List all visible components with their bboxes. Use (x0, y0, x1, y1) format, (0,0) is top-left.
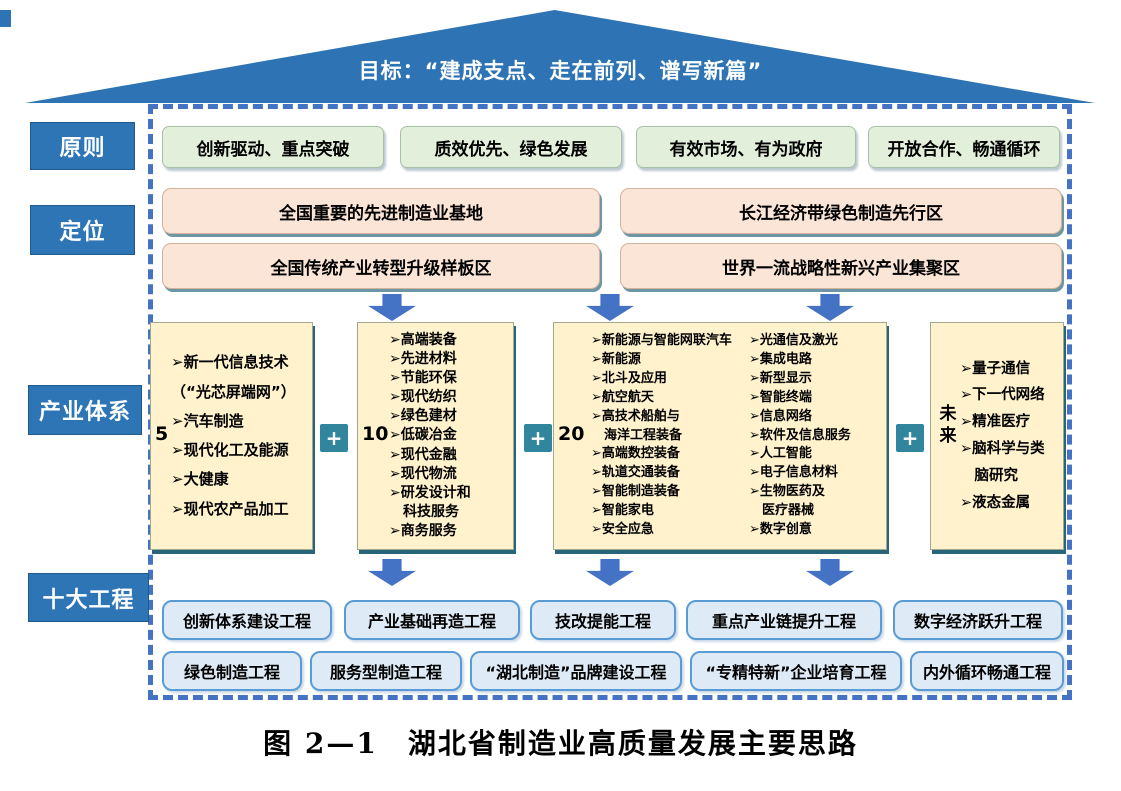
side-label-principles: 原则 (30, 122, 135, 170)
project-box: 技改提能工程 (530, 600, 676, 640)
industry-label-future: 未来 (939, 404, 957, 446)
project-box: 服务型制造工程 (310, 651, 462, 691)
industry-item: ➢信息网络 (749, 408, 812, 424)
principle-box: 有效市场、有为政府 (636, 126, 856, 168)
industry-item: ➢航空航天 (591, 389, 654, 405)
principle-box: 开放合作、畅通循环 (868, 126, 1060, 168)
positioning-box: 全国重要的先进制造业基地 (162, 188, 600, 234)
industry-item: ➢生物医药及 (749, 484, 825, 500)
industry-item: ➢先进材料 (389, 350, 457, 367)
positioning-box: 长江经济带绿色制造先行区 (620, 188, 1062, 234)
side-label-positioning: 定位 (30, 205, 135, 255)
industry-item: ➢汽车制造 (171, 411, 244, 430)
industry-item: 海洋工程装备 (591, 427, 683, 443)
industry-item: ➢液态金属 (960, 494, 1031, 511)
industry-item: ➢新能源与智能网联汽车 (591, 332, 732, 348)
project-box: 绿色制造工程 (162, 651, 302, 691)
industry-item: ➢智能家电 (591, 503, 654, 519)
project-box: “专精特新”企业培育工程 (690, 651, 902, 691)
industry-item: 科技服务 (389, 504, 459, 521)
industry-group-20: 20 ➢新能源与智能网联汽车 ➢新能源 ➢北斗及应用 ➢航空航天 ➢高技术船舶与 海洋工… (553, 322, 887, 550)
project-box: 重点产业链提升工程 (686, 600, 882, 640)
industry-item: ➢智能制造装备 (591, 484, 680, 500)
project-box: 创新体系建设工程 (162, 600, 332, 640)
industry-item: 脑研究 (960, 467, 1018, 484)
industry-item: ➢新一代信息技术 (171, 353, 289, 372)
industry-list-20-left: ➢新能源与智能网联汽车 ➢新能源 ➢北斗及应用 ➢航空航天 ➢高技术船舶与 海洋工程装备… (591, 332, 749, 541)
industry-item: ➢大健康 (171, 470, 229, 489)
industry-list-20-right: ➢光通信及激光 ➢集成电路 ➢新型显示 ➢智能终端 ➢信息网络 ➢软件及信息服务 ➢人工智能… (749, 332, 884, 541)
industry-item: ➢脑科学与类 (960, 441, 1045, 457)
side-label-industry-system: 产业体系 (28, 385, 142, 435)
industry-count-10: 10 (362, 422, 389, 445)
project-box: 内外循环畅通工程 (910, 651, 1064, 691)
industry-item: ➢安全应急 (591, 522, 654, 538)
industry-item: ➢高技术船舶与 (591, 408, 680, 424)
industry-item: ➢研发设计和 (389, 484, 471, 501)
industry-item: ➢北斗及应用 (591, 370, 667, 386)
project-box: 数字经济跃升工程 (893, 600, 1063, 640)
industry-group-10: 10 ➢高端装备 ➢先进材料 ➢节能环保 ➢现代纺织 ➢绿色建材 ➢低碳冶金 ➢现代金融 ➢现… (357, 322, 514, 550)
positioning-box: 全国传统产业转型升级样板区 (162, 243, 600, 289)
stray-mark (0, 10, 11, 27)
plus-icon: + (320, 424, 348, 452)
industry-group-5: 5 ➢新一代信息技术 （“光芯屏端网”） ➢汽车制造 ➢现代化工及能源 ➢大健康 ➢现代农… (150, 322, 313, 550)
industry-item: ➢量子通信 (960, 360, 1031, 377)
industry-item: ➢精准医疗 (960, 414, 1031, 431)
project-box: 产业基础再造工程 (344, 600, 520, 640)
industry-item: ➢商务服务 (389, 523, 457, 540)
industry-item: ➢智能终端 (749, 389, 812, 405)
industry-item: ➢数字创意 (749, 522, 812, 538)
plus-icon: + (896, 424, 924, 452)
positioning-box: 世界一流战略性新兴产业集聚区 (620, 243, 1062, 289)
industry-item: ➢现代金融 (389, 446, 457, 463)
principle-box: 质效优先、绿色发展 (400, 126, 622, 168)
industry-list-5: ➢新一代信息技术 （“光芯屏端网”） ➢汽车制造 ➢现代化工及能源 ➢大健康 ➢现代农产品… (151, 348, 312, 524)
industry-item: 医疗器械 (749, 503, 815, 519)
industry-item: （“光芯屏端网”） (171, 382, 296, 401)
industry-item: ➢轨道交通装备 (591, 465, 680, 481)
industry-item: ➢高端数控装备 (591, 446, 680, 462)
industry-item: ➢下一代网络 (960, 387, 1045, 404)
industry-item: ➢新能源 (591, 351, 641, 367)
industry-item: ➢新型显示 (749, 370, 812, 386)
industry-item: ➢光通信及激光 (749, 332, 838, 348)
industry-count-20: 20 (558, 422, 585, 445)
industry-item: ➢现代物流 (389, 465, 457, 482)
industry-item: ➢电子信息材料 (749, 465, 838, 481)
industry-list-10: ➢高端装备 ➢先进材料 ➢节能环保 ➢现代纺织 ➢绿色建材 ➢低碳冶金 ➢现代金融 ➢现代物流… (358, 331, 513, 542)
plus-icon: + (524, 424, 552, 452)
industry-item: ➢软件及信息服务 (749, 427, 851, 443)
industry-list-future: ➢量子通信 ➢下一代网络 ➢精准医疗 ➢脑科学与类 脑研究 ➢液态金属 (931, 356, 1063, 517)
industry-item: ➢高端装备 (389, 331, 457, 348)
industry-count-5: 5 (155, 422, 169, 445)
principle-box: 创新驱动、重点突破 (162, 126, 384, 168)
industry-item: ➢现代农产品加工 (171, 499, 289, 518)
goal-banner-text: 目标：“建成支点、走在前列、谱写新篇” (358, 59, 763, 83)
side-label-ten-projects: 十大工程 (28, 573, 149, 622)
industry-item: ➢人工智能 (749, 446, 812, 462)
industry-group-future: 未来 ➢量子通信 ➢下一代网络 ➢精准医疗 ➢脑科学与类 脑研究 ➢液态金属 (930, 322, 1064, 550)
industry-item: ➢绿色建材 (389, 408, 457, 425)
industry-item: ➢现代纺织 (389, 389, 457, 406)
industry-item: ➢现代化工及能源 (171, 441, 289, 459)
figure-caption: 图 2—1 湖北省制造业高质量发展主要思路 (263, 727, 858, 760)
industry-item: ➢低碳冶金 (389, 427, 457, 444)
industry-item: ➢节能环保 (389, 369, 457, 386)
project-box: “湖北制造”品牌建设工程 (470, 651, 682, 691)
industry-item: ➢集成电路 (749, 351, 812, 367)
